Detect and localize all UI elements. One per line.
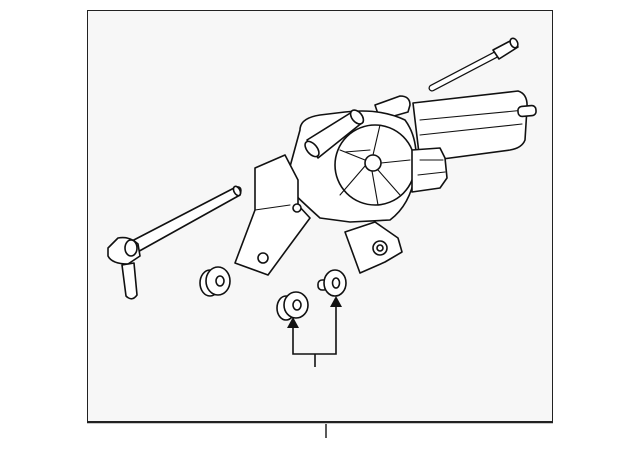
mounting-bolt-icon [107,185,242,300]
arrow-head-icon [287,317,299,328]
callout-arrows [287,296,342,367]
grommet-icon [199,266,231,297]
bushing-icon [276,291,309,321]
pivot-rod-icon [428,37,519,92]
wiper-motor-assembly-icon [234,90,537,276]
grommet-small-icon [317,269,347,297]
arrow-head-icon [330,296,342,307]
